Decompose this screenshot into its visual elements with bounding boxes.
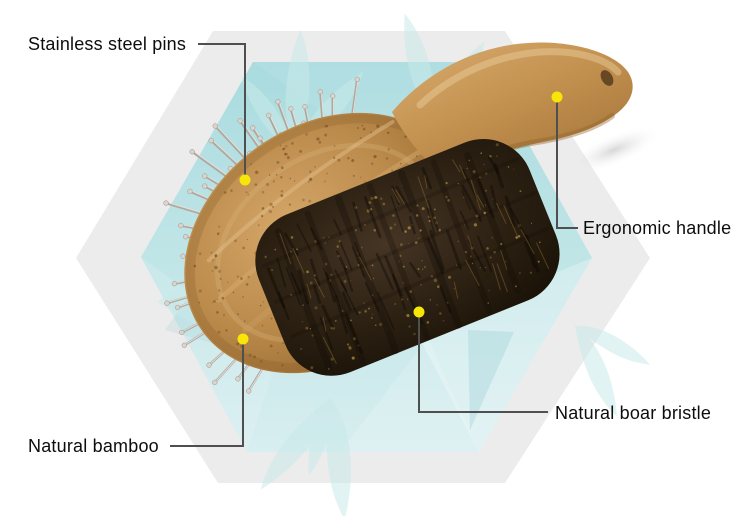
callout-line-bristle bbox=[418, 315, 548, 413]
callout-line-pins bbox=[198, 43, 246, 176]
label-ergonomic-handle: Ergonomic handle bbox=[583, 218, 732, 238]
marker-dot-pins bbox=[239, 174, 251, 186]
bristle-block bbox=[255, 138, 560, 376]
marker-dot-bristle bbox=[413, 306, 425, 318]
marker-dot-handle bbox=[551, 91, 563, 103]
callouts bbox=[170, 43, 578, 447]
callout-line-handle bbox=[556, 100, 578, 229]
label-natural-bamboo: Natural bamboo bbox=[28, 436, 159, 456]
bristle-tuft-rows bbox=[262, 151, 549, 371]
hexagon-facets bbox=[141, 62, 592, 452]
label-stainless-steel-pins: Stainless steel pins bbox=[28, 34, 187, 54]
handle-shadow bbox=[565, 125, 663, 175]
marker-dot-bamboo bbox=[237, 333, 249, 345]
bristle-texture bbox=[264, 143, 550, 370]
label-natural-boar-bristle: Natural boar bristle bbox=[555, 403, 712, 423]
callout-line-bamboo bbox=[170, 342, 244, 447]
hanging-hole bbox=[600, 70, 614, 86]
